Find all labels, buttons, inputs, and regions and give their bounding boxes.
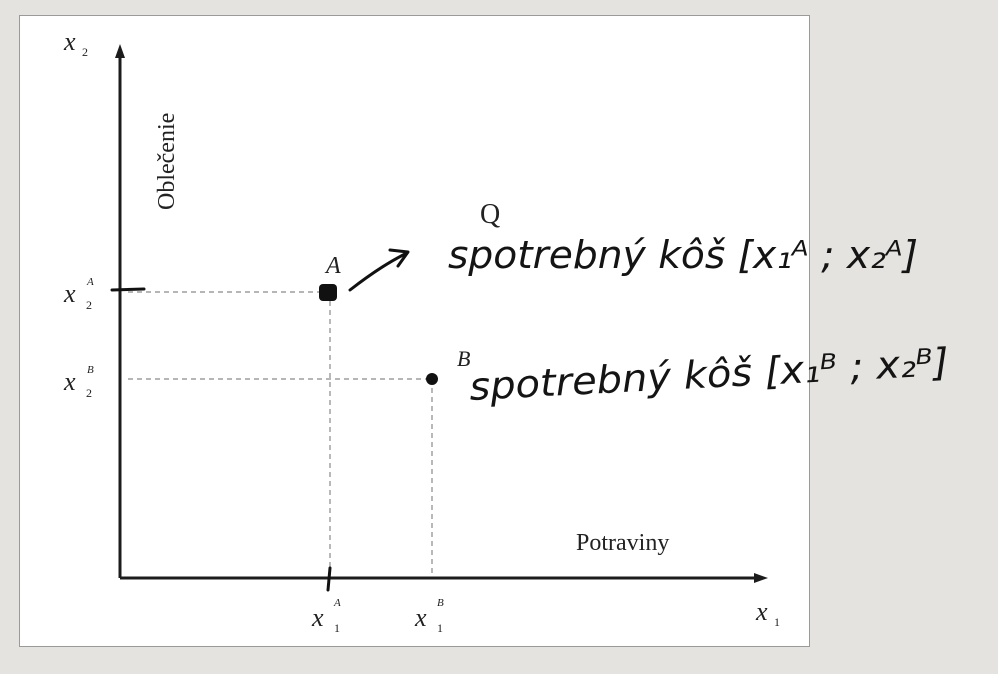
y-axis-subscript: 2 — [82, 45, 88, 59]
point-b — [426, 373, 438, 385]
handwritten-note-b: spotrebný kôš [x₁ᴮ ; x₂ᴮ] — [468, 340, 950, 409]
y-axis-label: Oblečenie — [154, 113, 180, 210]
handwritten-note-a: spotrebný kôš [x₁ᴬ ; x₂ᴬ] — [448, 233, 918, 277]
tick-x1a-sup: A — [333, 597, 341, 609]
x-axis-label: Potraviny — [576, 530, 669, 556]
tick-x1b-symbol: x — [414, 603, 427, 632]
tick-x2a-sub: 2 — [86, 298, 92, 312]
tick-x1a-sub: 1 — [334, 621, 340, 635]
x-axis-symbol: x — [755, 597, 768, 626]
tick-x1b-sup: B — [437, 597, 444, 609]
tick-x2a-sup: A — [86, 276, 94, 288]
arrow-icon — [348, 252, 407, 292]
point-a — [319, 284, 337, 301]
tick-x1a-symbol: x — [311, 603, 324, 632]
diagram-card — [19, 15, 810, 647]
point-b-label: B — [457, 346, 470, 371]
tick-mark-x2a — [110, 287, 146, 292]
point-a-label: A — [324, 253, 341, 279]
tick-x2b-sub: 2 — [86, 386, 92, 400]
tick-x2b-symbol: x — [63, 367, 76, 396]
tick-x2a-symbol: x — [63, 279, 76, 308]
x-axis-arrow — [754, 573, 768, 583]
tick-x1b-sub: 1 — [437, 621, 443, 635]
tick-x2b-sup: B — [87, 364, 94, 376]
y-axis-symbol: x — [63, 27, 76, 56]
tick-mark-x1a — [326, 566, 332, 592]
quadrant-label: Q — [480, 199, 500, 230]
arrow-head-icon — [388, 248, 410, 268]
y-axis-arrow — [115, 44, 125, 58]
x-axis-subscript: 1 — [774, 615, 780, 629]
